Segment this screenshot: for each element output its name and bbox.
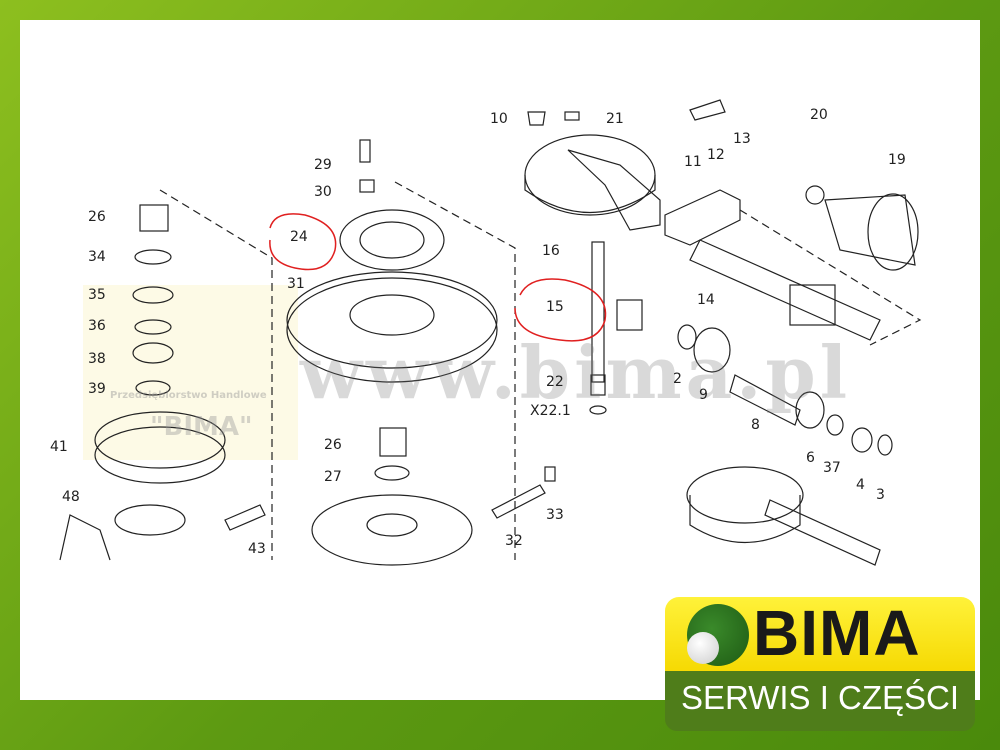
bima-logo: BIMA SERWIS I CZĘŚCI <box>665 597 975 732</box>
logo-tagline: SERWIS I CZĘŚCI <box>680 679 960 716</box>
part-label: 6 <box>806 450 815 466</box>
part-label: 19 <box>888 152 906 168</box>
part-label: 10 <box>490 111 508 127</box>
part-label: 27 <box>324 469 342 485</box>
part-label: 8 <box>751 417 760 433</box>
watermark-url: www.bima.pl <box>300 330 852 415</box>
watermark-company-name: "BIMA" <box>150 412 253 442</box>
part-label: 22 <box>546 374 564 390</box>
logo-green-band <box>665 671 975 731</box>
part-label: 35 <box>88 287 106 303</box>
part-label: 43 <box>248 541 266 557</box>
highlight-circle-24 <box>269 213 337 271</box>
part-label: 9 <box>699 387 708 403</box>
part-label-highlighted: 24 <box>290 229 308 245</box>
part-label: 13 <box>733 131 751 147</box>
highlight-circle-15 <box>514 278 607 342</box>
part-label: 11 <box>684 154 702 170</box>
part-label: 37 <box>823 460 841 476</box>
part-label: 32 <box>505 533 523 549</box>
part-label: 30 <box>314 184 332 200</box>
watermark-company-line: Przedsiębiorstwo Handlowe <box>110 390 267 401</box>
logo-white-ball-icon <box>687 632 719 664</box>
diagram-panel <box>20 20 980 700</box>
part-label: 20 <box>810 107 828 123</box>
part-label: 4 <box>856 477 865 493</box>
part-label: 29 <box>314 157 332 173</box>
part-label: 31 <box>287 276 305 292</box>
part-label: 21 <box>606 111 624 127</box>
part-label: 39 <box>88 381 106 397</box>
logo-brand: BIMA <box>753 597 921 669</box>
part-label: 2 <box>673 371 682 387</box>
part-label: 26 <box>324 437 342 453</box>
part-label: 14 <box>697 292 715 308</box>
watermark-box <box>83 285 298 460</box>
part-label: 41 <box>50 439 68 455</box>
part-label-highlighted: 15 <box>546 299 564 315</box>
part-label: 38 <box>88 351 106 367</box>
part-label: 48 <box>62 489 80 505</box>
part-label: 26 <box>88 209 106 225</box>
part-label: 34 <box>88 249 106 265</box>
part-label: 3 <box>876 487 885 503</box>
part-label: 12 <box>707 147 725 163</box>
part-label: 16 <box>542 243 560 259</box>
part-label: 33 <box>546 507 564 523</box>
bearing-26 <box>139 204 169 232</box>
part-label: X22.1 <box>530 403 571 419</box>
part-label: 36 <box>88 318 106 334</box>
